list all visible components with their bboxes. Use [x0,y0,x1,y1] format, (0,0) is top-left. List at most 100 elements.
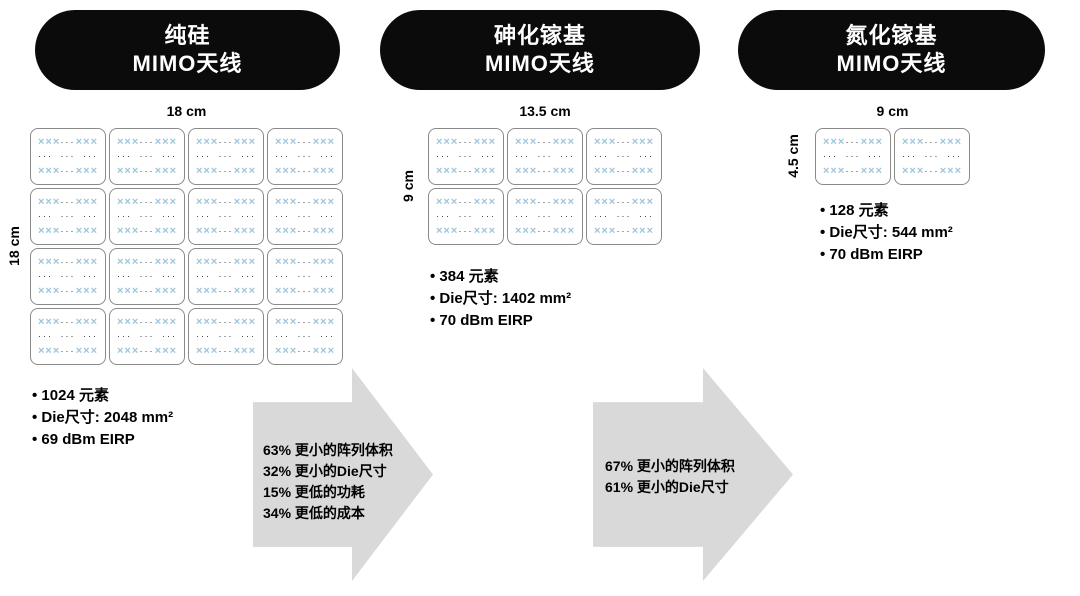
antenna-tile: ×××···×××·········×××···××× [109,128,185,185]
antenna-element-row: ×××···××× [594,196,654,208]
antenna-element-icon: ××× [275,164,298,177]
antenna-tile: ×××···×××·········×××···××× [428,128,504,185]
ellipsis-dots-icon: ··· [845,151,861,161]
antenna-tile: ×××···×××·········×××···××× [267,188,343,245]
ellipsis-dots-icon: ··· [139,271,155,281]
antenna-element-row: ········· [436,212,496,221]
ellipsis-dots-icon: ··· [297,225,313,236]
antenna-element-icon: ××× [515,224,538,237]
ellipsis-dots-icon: ··· [218,316,234,327]
ellipsis-dots-icon: ··· [83,151,98,161]
antenna-element-icon: ××× [436,195,459,208]
antenna-element-icon: ××× [38,135,61,148]
antenna-element-icon: ××× [473,224,496,237]
ellipsis-dots-icon: ··· [320,331,335,341]
antenna-element-icon: ××× [38,164,61,177]
ellipsis-dots-icon: ··· [218,165,234,176]
antenna-element-row: ········· [594,212,654,221]
antenna-element-icon: ××× [902,164,925,177]
antenna-element-row: ×××···××× [436,164,496,177]
antenna-element-icon: ××× [473,164,496,177]
antenna-element-row: ×××···××× [117,344,177,357]
antenna-element-icon: ××× [312,195,335,208]
ellipsis-dots-icon: ··· [139,285,155,296]
antenna-tile: ×××···×××·········×××···××× [109,248,185,305]
antenna-element-row: ········· [275,212,335,221]
ellipsis-dots-icon: ··· [162,271,177,281]
ellipsis-dots-icon: ··· [83,331,98,341]
ellipsis-dots-icon: ··· [60,136,76,147]
antenna-element-row: ×××···××× [38,255,98,268]
antenna-element-icon: ××× [75,255,98,268]
ellipsis-dots-icon: ··· [162,151,177,161]
antenna-element-icon: ××× [594,135,617,148]
antenna-element-icon: ××× [38,255,61,268]
ellipsis-dots-icon: ··· [594,211,609,221]
antenna-element-icon: ××× [552,224,575,237]
antenna-element-icon: ××× [154,255,177,268]
antenna-element-row: ×××···××× [515,136,575,148]
ellipsis-dots-icon: ··· [537,211,553,221]
antenna-element-row: ········· [436,152,496,161]
antenna-element-icon: ××× [196,135,219,148]
ellipsis-dots-icon: ··· [481,211,496,221]
spec-list-silicon: 1024 元素Die尺寸: 2048 mm²69 dBm EIRP [32,385,173,451]
antenna-element-icon: ××× [38,224,61,237]
ellipsis-dots-icon: ··· [481,151,496,161]
antenna-element-row: ×××···××× [823,136,883,148]
ellipsis-dots-icon: ··· [38,271,53,281]
antenna-element-row: ×××···××× [196,135,256,148]
ellipsis-dots-icon: ··· [139,345,155,356]
ellipsis-dots-icon: ··· [218,285,234,296]
text-line: 1024 元素 [32,385,173,407]
antenna-element-icon: ××× [552,164,575,177]
ellipsis-dots-icon: ··· [60,225,76,236]
text-line: Die尺寸: 2048 mm² [32,407,173,429]
ellipsis-dots-icon: ··· [560,211,575,221]
antenna-element-icon: ××× [38,195,61,208]
ellipsis-dots-icon: ··· [83,211,98,221]
ellipsis-dots-icon: ··· [162,331,177,341]
antenna-element-icon: ××× [312,164,335,177]
antenna-element-icon: ××× [860,164,883,177]
antenna-element-icon: ××× [436,164,459,177]
antenna-element-icon: ××× [275,255,298,268]
antenna-element-icon: ××× [275,284,298,297]
antenna-element-row: ×××···××× [275,195,335,208]
ellipsis-dots-icon: ··· [297,285,313,296]
antenna-element-icon: ××× [75,284,98,297]
antenna-element-row: ········· [902,152,962,161]
antenna-element-row: ×××···××× [436,136,496,148]
height-dimension-label: 18 cm [6,226,22,266]
antenna-element-row: ×××···××× [594,135,654,148]
antenna-tile: ×××···×××·········×××···××× [188,308,264,365]
antenna-element-icon: ××× [154,315,177,328]
antenna-element-row: ········· [196,332,256,341]
ellipsis-dots-icon: ··· [458,165,474,176]
ellipsis-dots-icon: ··· [320,211,335,221]
ellipsis-dots-icon: ··· [616,151,632,161]
antenna-element-icon: ××× [233,135,256,148]
ellipsis-dots-icon: ··· [218,271,234,281]
antenna-element-row: ×××···××× [823,164,883,177]
antenna-array-grid-silicon: ×××···×××·········×××···××××××···×××····… [30,128,343,365]
ellipsis-dots-icon: ··· [139,211,155,221]
ellipsis-dots-icon: ··· [275,271,290,281]
antenna-element-icon: ××× [312,135,335,148]
antenna-element-icon: ××× [154,344,177,357]
ellipsis-dots-icon: ··· [218,331,234,341]
ellipsis-dots-icon: ··· [60,151,76,161]
ellipsis-dots-icon: ··· [616,136,632,147]
antenna-element-icon: ××× [75,195,98,208]
ellipsis-dots-icon: ··· [845,165,861,176]
antenna-element-icon: ××× [436,224,459,237]
ellipsis-dots-icon: ··· [924,165,940,176]
height-dimension-label: 9 cm [400,170,416,202]
antenna-element-icon: ××× [154,195,177,208]
antenna-element-row: ×××···××× [436,224,496,237]
ellipsis-dots-icon: ··· [947,151,962,161]
antenna-tile: ×××···×××·········×××···××× [109,188,185,245]
width-dimension-label: 13.5 cm [519,103,571,119]
antenna-element-icon: ××× [275,224,298,237]
